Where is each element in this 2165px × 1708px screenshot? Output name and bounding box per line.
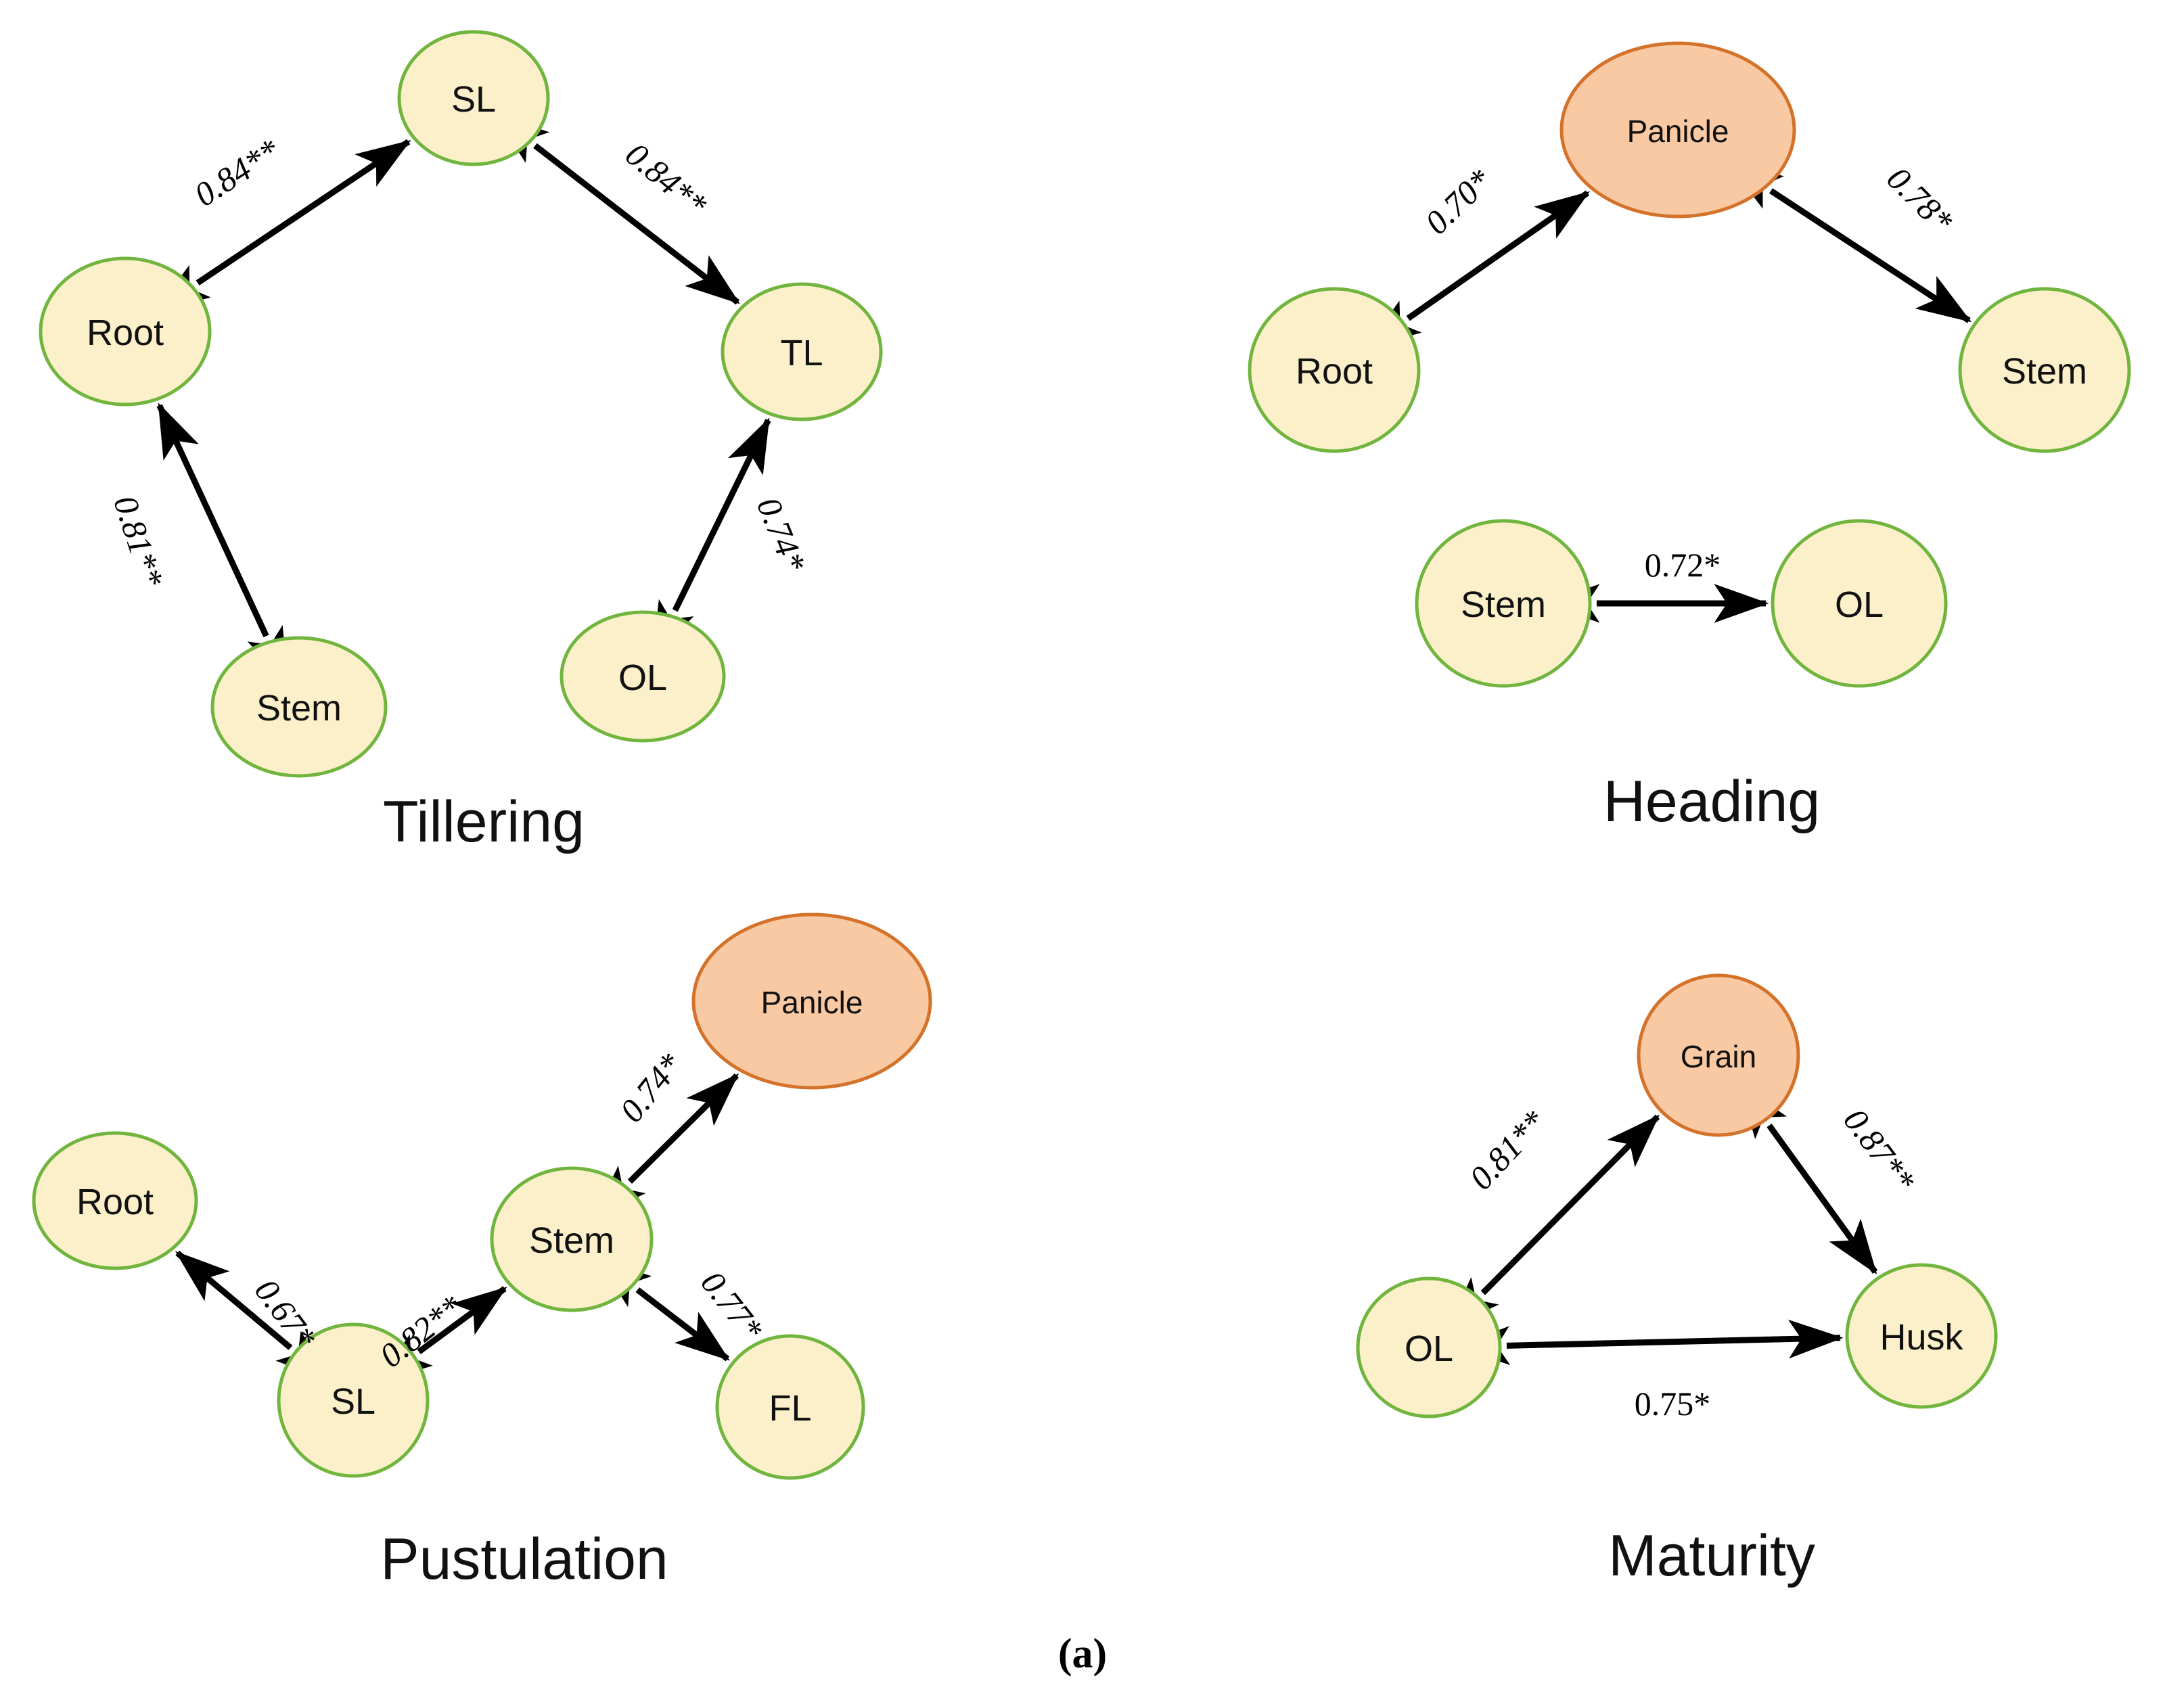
node-label-ol: OL xyxy=(618,657,667,698)
node-tillering-root[interactable]: Root xyxy=(39,256,212,407)
node-label-stem: Stem xyxy=(256,688,342,729)
node-label-stem: Stem xyxy=(2002,351,2087,392)
edge-label-pustulation-stem-fl: 0.77* xyxy=(693,1264,770,1347)
node-shape-stem xyxy=(490,1166,654,1312)
edge-tillering-stem-root xyxy=(156,402,288,683)
node-shape-tl xyxy=(721,282,883,421)
edges-layer xyxy=(154,114,1972,1383)
node-heading-ol[interactable]: OL xyxy=(1771,519,1948,688)
node-tillering-tl[interactable]: TL xyxy=(721,282,883,421)
edge-label-tillering-sl-tl: 0.84** xyxy=(618,135,714,223)
node-label-fl: FL xyxy=(769,1388,811,1429)
edge-label-maturity-ol-husk: 0.75* xyxy=(1635,1385,1711,1423)
node-heading-panicle[interactable]: Panicle xyxy=(1559,41,1796,218)
node-pustulation-fl[interactable]: FL xyxy=(715,1334,865,1480)
node-shape-ol xyxy=(1771,519,1948,688)
node-label-sl: SL xyxy=(331,1381,375,1422)
edge-label-tillering-ol-tl: 0.74* xyxy=(750,492,813,576)
edge-label-heading-panicle-stem: 0.78* xyxy=(1879,159,1960,239)
node-label-tl: TL xyxy=(780,333,823,373)
edge-label-heading-stem2-ol: 0.72* xyxy=(1645,546,1721,584)
node-tillering-stem[interactable]: Stem xyxy=(210,636,388,778)
node-pustulation-sl[interactable]: SL xyxy=(277,1322,430,1478)
edge-tillering-sl-tl xyxy=(494,114,740,305)
edge-pustulation-stem-fl xyxy=(596,1258,730,1362)
node-shape-grain xyxy=(1637,973,1800,1137)
node-shape-ol xyxy=(560,610,726,743)
node-maturity-grain[interactable]: Grain xyxy=(1637,973,1800,1137)
edge-label-heading-root-panicle: 0.70* xyxy=(1417,162,1499,241)
node-shape-panicle xyxy=(1559,41,1796,218)
panel-title-tillering: Tillering xyxy=(383,789,585,854)
node-label-root: Root xyxy=(1296,351,1373,392)
node-tillering-sl[interactable]: SL xyxy=(397,30,550,166)
node-shape-fl xyxy=(715,1334,865,1480)
node-shape-root xyxy=(39,256,212,407)
node-shape-sl xyxy=(397,30,550,166)
figure-caption: (a) xyxy=(1058,1631,1107,1677)
node-shape-sl xyxy=(277,1322,430,1478)
edge-pustulation-stem-panicle xyxy=(593,1073,739,1218)
node-shape-stem xyxy=(210,636,388,778)
edge-tillering-ol-tl xyxy=(652,417,771,657)
node-label-sl: SL xyxy=(451,79,496,120)
node-label-root: Root xyxy=(87,313,164,353)
node-shape-root xyxy=(32,1131,198,1270)
edge-maturity-ol-husk xyxy=(1455,1319,1844,1366)
node-pustulation-root[interactable]: Root xyxy=(32,1131,198,1270)
node-pustulation-stem[interactable]: Stem xyxy=(490,1166,654,1312)
node-label-stem: Stem xyxy=(529,1220,614,1261)
node-shape-root xyxy=(1248,287,1421,453)
node-label-panicle: Panicle xyxy=(761,985,863,1020)
node-shape-panicle xyxy=(691,913,932,1090)
edge-label-maturity-grain-husk: 0.87** xyxy=(1836,1101,1922,1199)
edge-tillering-root-sl xyxy=(154,139,411,312)
node-label-ol: OL xyxy=(1405,1329,1453,1369)
edge-label-pustulation-stem-panicle: 0.74* xyxy=(612,1046,689,1130)
node-maturity-husk[interactable]: Husk xyxy=(1845,1263,1998,1409)
node-label-stem2: Stem xyxy=(1461,584,1546,625)
node-tillering-ol[interactable]: OL xyxy=(560,610,726,743)
panel-title-pustulation: Pustulation xyxy=(380,1527,668,1592)
node-label-grain: Grain xyxy=(1681,1039,1756,1074)
node-pustulation-panicle[interactable]: Panicle xyxy=(691,913,932,1090)
node-label-husk: Husk xyxy=(1879,1317,1963,1358)
edge-label-tillering-stem-root: 0.81** xyxy=(106,491,171,591)
edge-label-tillering-root-sl: 0.84** xyxy=(187,131,286,214)
node-label-root: Root xyxy=(76,1182,154,1222)
node-label-ol: OL xyxy=(1835,584,1884,625)
node-heading-stem2[interactable]: Stem xyxy=(1415,519,1592,688)
node-maturity-ol[interactable]: OL xyxy=(1356,1276,1502,1418)
edge-maturity-grain-husk xyxy=(1739,1083,1878,1275)
node-shape-stem xyxy=(1958,287,2131,453)
edge-heading-root-panicle xyxy=(1365,190,1591,348)
node-shape-stem2 xyxy=(1415,519,1592,688)
node-heading-root[interactable]: Root xyxy=(1248,287,1421,453)
panel-title-maturity: Maturity xyxy=(1608,1523,1815,1588)
node-label-panicle: Panicle xyxy=(1627,114,1729,149)
edge-heading-panicle-stem xyxy=(1727,162,1972,323)
edge-pustulation-sl-stem xyxy=(377,1286,507,1383)
edge-maturity-ol-grain xyxy=(1446,1114,1660,1330)
edge-label-maturity-ol-grain: 0.81** xyxy=(1462,1103,1553,1197)
node-shape-ol xyxy=(1356,1276,1502,1418)
panel-title-heading: Heading xyxy=(1603,769,1820,834)
node-heading-stem[interactable]: Stem xyxy=(1958,287,2131,453)
edge-pustulation-sl-root xyxy=(175,1250,331,1381)
node-shape-husk xyxy=(1845,1263,1998,1409)
